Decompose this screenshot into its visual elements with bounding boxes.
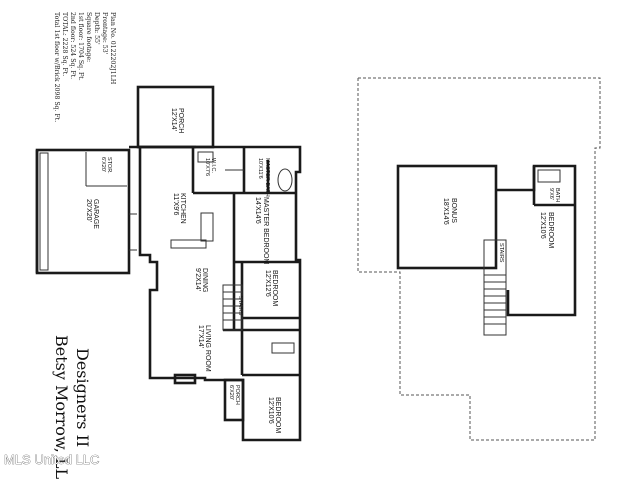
bonus-label: BONUS: [450, 198, 457, 223]
living-room-label: LIVING ROOM: [204, 325, 211, 372]
second-floor-stairs-treads: [483, 239, 507, 336]
frontage: Frontage: 53': [101, 12, 108, 55]
master-bedroom-dims: 14'X14'6: [254, 197, 261, 224]
bonus-dims: 18'X14'6: [442, 198, 449, 225]
water-heater: [197, 151, 214, 163]
second-floor-sqft: 2nd floor: 524 Sq. Ft.: [69, 12, 76, 79]
designer-brand: Designers II Betsy Morrow, LLC: [52, 335, 92, 480]
brand-line-1: Designers II: [73, 348, 92, 447]
garage-outline: [35, 148, 131, 275]
porch-back-dims: 12'X14': [170, 108, 177, 131]
total-sqft: TOTAL: 2228 Sq. Ft.: [61, 12, 68, 76]
wic-label: W.I.C.: [210, 158, 216, 173]
upstairs-tub: [537, 169, 561, 183]
porch-front-dims: 6'X20': [228, 385, 234, 400]
bedroom-1-label: BEDROOM: [271, 270, 278, 306]
total-brick-sqft: Total 1st floor w/Brick 2098 Sq. Ft.: [53, 12, 60, 122]
second-floor-plan: BONUS 18'X14'6 BATH 9'X6' BEDROOM 12'X10…: [357, 77, 601, 441]
first-floor-stairs-treads: [222, 284, 243, 331]
garage-dims: 20'X20': [85, 199, 92, 222]
storage-dims: 6'X20': [100, 157, 106, 172]
kitchen-dims: 11'X9'6: [172, 193, 179, 216]
front-porch-outline: [223, 378, 245, 422]
kitchen-counter: [170, 239, 207, 249]
plan-number: Plan No. 0122202J1LH: [109, 12, 116, 85]
upstairs-bedroom-label: BEDROOM: [547, 212, 554, 248]
living-room-dims: 17'X14': [197, 325, 204, 348]
bedroom-1-dims: 12'X12'6: [264, 270, 271, 297]
porch-front-label: PORCH: [234, 385, 240, 405]
upstairs-stairs-label: STAIRS: [498, 243, 504, 263]
room-labels-first-floor: PORCH 12'X14' GARAGE 20'X20' STOR. 6'X20…: [85, 108, 281, 433]
wic-dims: 10'X7'6: [204, 158, 210, 176]
square-footage-heading: Square footage:: [85, 12, 92, 62]
stairs-label: STAIRS: [237, 296, 243, 316]
kitchen-label: KITCHEN: [179, 193, 186, 224]
master-bedroom-label: MASTER BEDROOM: [262, 197, 269, 264]
upstairs-bath-dims: 9'X6': [548, 188, 554, 200]
dining-label: DINING: [201, 268, 208, 293]
garage-label: GARAGE: [92, 199, 99, 229]
room-labels-second-floor: BONUS 18'X14'6 BATH 9'X6' BEDROOM 12'X10…: [442, 188, 560, 263]
first-floor-plan: PORCH 12'X14' GARAGE 20'X20' STOR. 6'X20…: [35, 85, 302, 442]
master-bath-label: MASTER BATH: [264, 158, 270, 197]
master-tub: [277, 168, 293, 192]
upstairs-bath-label: BATH: [554, 188, 560, 202]
brand-line-2: Betsy Morrow, LLC: [52, 335, 71, 480]
depth: Depth: 55': [93, 12, 100, 45]
kitchen-island: [200, 212, 214, 242]
porch-back-label: PORCH: [177, 108, 184, 133]
hall-tub: [271, 342, 295, 354]
main-house-outline: [129, 145, 302, 442]
dining-dims: 9'2X14': [194, 268, 201, 291]
bonus-room-outline: [396, 164, 498, 270]
bedroom-2-dims: 12'X10'6: [267, 397, 274, 424]
bedroom-2-label: BEDROOM: [274, 397, 281, 433]
upstairs-bedroom-dims: 12'X10'6: [539, 212, 546, 239]
spec-block: Plan No. 0122202J1LH Frontage: 53' Depth…: [53, 12, 116, 122]
upstairs-bedroom-outline: [496, 164, 577, 317]
master-bath-dims: 10'X11'6: [257, 158, 263, 179]
mls-watermark: MLS United LLC: [4, 452, 99, 467]
roof-outline: [357, 77, 601, 441]
first-floor-sqft: 1st floor: 1704 Sq. Ft.: [77, 12, 84, 81]
fireplace: [173, 373, 197, 385]
storage-label: STOR.: [106, 157, 112, 174]
